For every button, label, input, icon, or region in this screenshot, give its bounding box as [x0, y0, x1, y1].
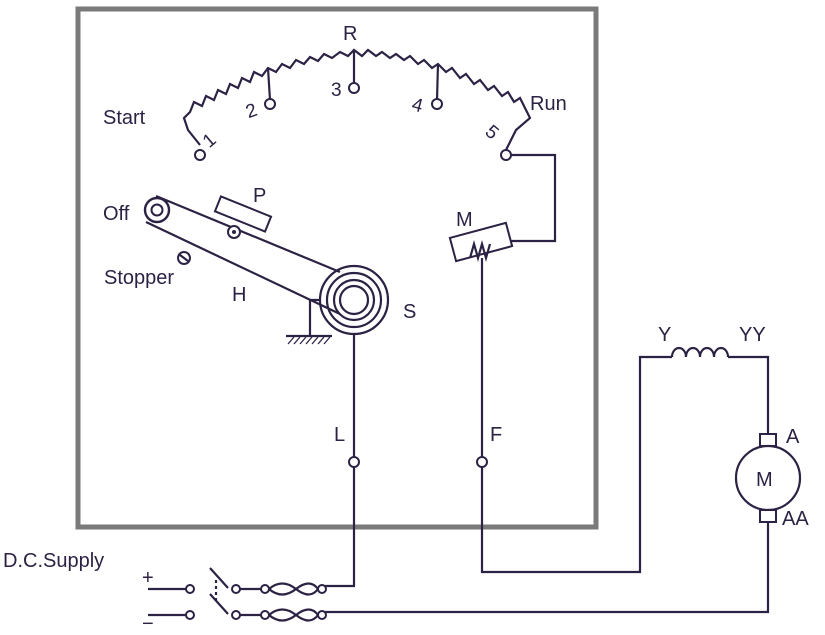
stud-2	[264, 98, 276, 110]
stud-5	[500, 149, 512, 161]
stud-label-4: 4	[409, 94, 425, 117]
main-switch-blade-2	[209, 593, 229, 615]
p-label: P	[253, 185, 266, 207]
terminal-l	[348, 456, 360, 468]
s-label: S	[403, 301, 416, 323]
soft-iron-piece	[213, 195, 273, 233]
yy-label: YY	[739, 324, 766, 346]
resistance-label: R	[343, 23, 357, 45]
terminal-f	[476, 456, 488, 468]
start-label: Start	[103, 107, 146, 129]
m-magnet-label: M	[456, 209, 473, 231]
stud-label-3: 3	[331, 80, 342, 101]
stud-label-5: 5	[481, 121, 503, 144]
minus-sign: −	[142, 613, 154, 635]
field-winding	[670, 346, 730, 358]
stud-label-2: 2	[243, 100, 260, 123]
supply-label: D.C.Supply	[3, 550, 104, 572]
aa-label: AA	[782, 508, 809, 530]
h-label: H	[232, 284, 246, 306]
plus-sign: +	[142, 567, 154, 589]
stopper-label: Stopper	[104, 267, 174, 289]
stud-1	[194, 149, 206, 161]
off-label: Off	[103, 203, 130, 225]
stud-4	[431, 98, 443, 110]
a-label: A	[786, 426, 800, 448]
resistance-coil	[182, 48, 532, 151]
stud-3	[348, 82, 360, 94]
f-label: F	[490, 424, 502, 446]
motor-label: M	[756, 469, 773, 491]
main-switch-blade-1	[209, 567, 229, 589]
l-label: L	[334, 424, 345, 446]
run-label: Run	[530, 93, 567, 115]
y-label: Y	[658, 324, 671, 346]
starter-box	[75, 6, 599, 530]
armature-brush-a	[759, 433, 777, 447]
armature-brush-aa	[759, 509, 777, 523]
off-pivot	[143, 196, 171, 224]
stud-label-1: 1	[199, 129, 221, 152]
